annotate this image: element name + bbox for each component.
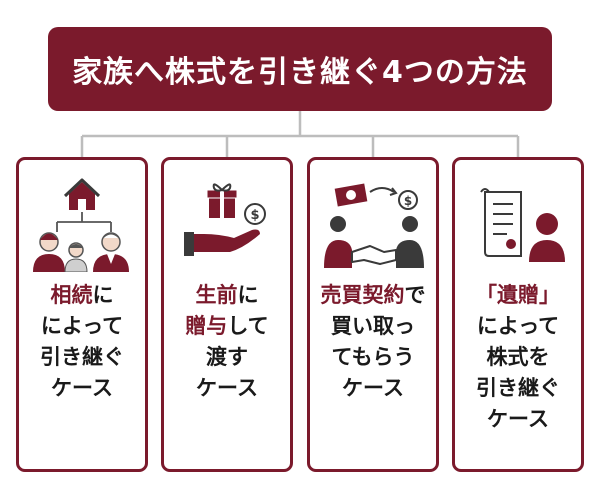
gift-illustration: $ bbox=[184, 183, 266, 256]
person-icon bbox=[529, 213, 565, 262]
hand-with-coin-icon bbox=[184, 229, 260, 256]
method-card-bequest: 「遺贈」 によって 株式を 引き継ぐ ケース bbox=[452, 157, 584, 472]
family-tree-icon bbox=[33, 212, 129, 272]
title-banner: 家族へ株式を引き継ぐ4つの方法 bbox=[48, 27, 552, 111]
card-label: 売買契約で 買い取っ てもらう ケース bbox=[320, 283, 426, 400]
handshake-icon bbox=[324, 216, 424, 268]
card-label: 相続に によって 引き継ぐ ケース bbox=[40, 283, 124, 400]
svg-text:$: $ bbox=[404, 194, 412, 208]
card-label: 生前に 贈与して 渡す ケース bbox=[185, 283, 269, 400]
svg-text:$: $ bbox=[250, 208, 259, 223]
sale-illustration: $ bbox=[324, 183, 424, 268]
coin-icon: $ bbox=[244, 203, 266, 225]
method-card-inheritance: 相続に によって 引き継ぐ ケース bbox=[16, 157, 148, 472]
card-label: 「遺贈」 によって 株式を 引き継ぐ ケース bbox=[476, 283, 560, 431]
inheritance-illustration bbox=[33, 178, 129, 272]
bequest-illustration bbox=[480, 188, 565, 262]
method-card-sale: $ 売買契約で 買い取っ てもらう ケース bbox=[307, 157, 439, 472]
house-icon bbox=[63, 178, 101, 210]
page-title: 家族へ株式を引き継ぐ4つの方法 bbox=[72, 55, 528, 90]
will-scroll-icon bbox=[480, 188, 522, 257]
money-exchange-icon: $ bbox=[334, 183, 418, 210]
method-card-gift: $ 生前に 贈与して 渡す ケース bbox=[161, 157, 293, 472]
gift-box-icon bbox=[206, 183, 238, 218]
